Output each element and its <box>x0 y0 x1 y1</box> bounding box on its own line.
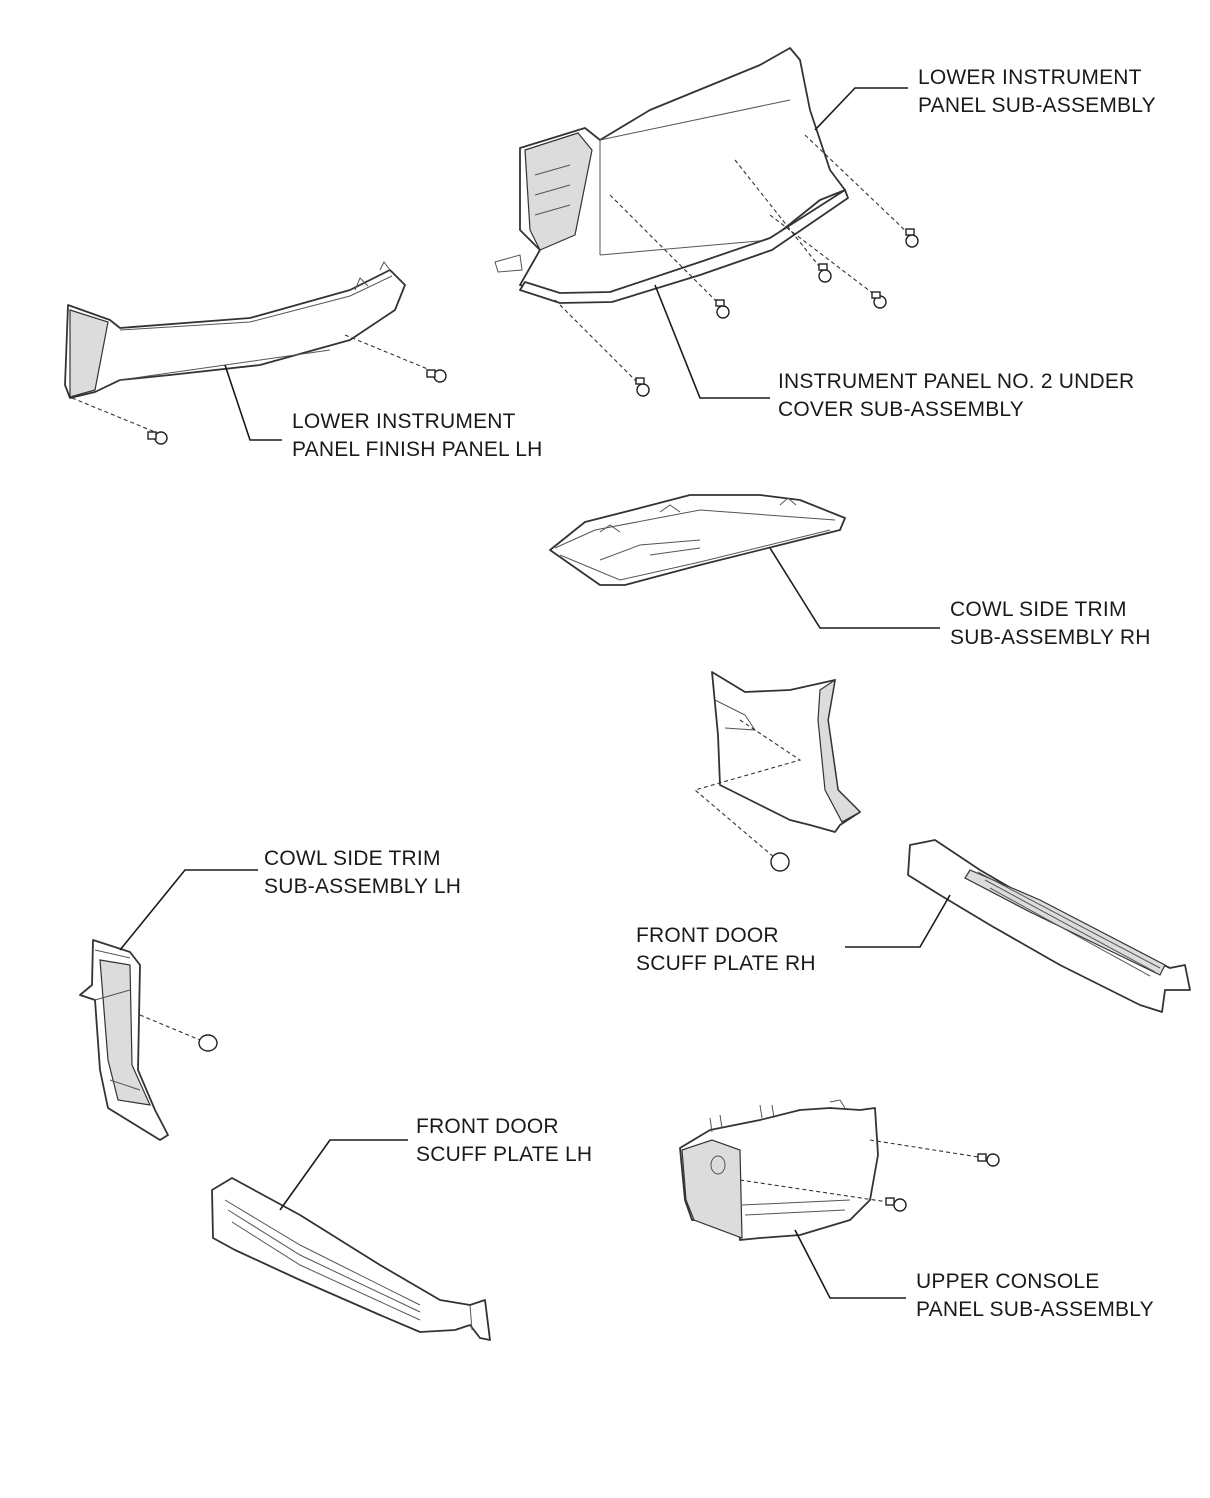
finish-panel-lh-part <box>64 261 406 399</box>
leader-cowl-lh <box>119 869 258 951</box>
label-lower-instrument-panel: LOWER INSTRUMENT PANEL SUB-ASSEMBLY <box>918 66 1156 117</box>
cowl-trim-panel-clip <box>693 719 802 872</box>
cowl-side-trim-lh-clip <box>139 1014 218 1052</box>
label-front-door-scuff-plate-lh: FRONT DOOR SCUFF PLATE LH <box>416 1115 593 1166</box>
finish-panel-lh-screws <box>71 334 447 445</box>
upper-console-panel-screws <box>739 1139 1000 1212</box>
leader-upper-console <box>794 1229 906 1299</box>
leader-scuff-rh <box>845 894 951 948</box>
leader-lines <box>119 87 951 1299</box>
label-front-door-scuff-plate-rh: FRONT DOOR SCUFF PLATE RH <box>636 924 816 975</box>
leader-finish-panel-lh <box>224 364 282 441</box>
upper-console-panel-part <box>679 1099 879 1241</box>
lower-instrument-panel-part <box>494 47 849 304</box>
label-instrument-panel-no2-under-cover: INSTRUMENT PANEL NO. 2 UNDER COVER SUB-A… <box>778 370 1135 421</box>
lower-instrument-panel-screws <box>554 134 919 397</box>
label-upper-console-panel: UPPER CONSOLE PANEL SUB-ASSEMBLY <box>916 1270 1154 1321</box>
cowl-side-trim-rh-part <box>549 494 846 586</box>
leader-cowl-rh <box>769 547 940 629</box>
label-cowl-side-trim-lh: COWL SIDE TRIM SUB-ASSEMBLY LH <box>264 847 462 898</box>
leader-scuff-lh <box>279 1139 408 1211</box>
label-finish-panel-lh: LOWER INSTRUMENT PANEL FINISH PANEL LH <box>292 410 543 461</box>
leader-under-cover <box>654 284 770 399</box>
leader-lower-instrument-panel <box>814 87 908 131</box>
cowl-side-trim-lh-part <box>79 939 169 1141</box>
cowl-trim-panel-part <box>711 671 861 833</box>
front-door-scuff-plate-rh-part <box>907 839 1191 1013</box>
label-cowl-side-trim-rh: COWL SIDE TRIM SUB-ASSEMBLY RH <box>950 598 1151 649</box>
front-door-scuff-plate-lh-part <box>211 1177 491 1341</box>
